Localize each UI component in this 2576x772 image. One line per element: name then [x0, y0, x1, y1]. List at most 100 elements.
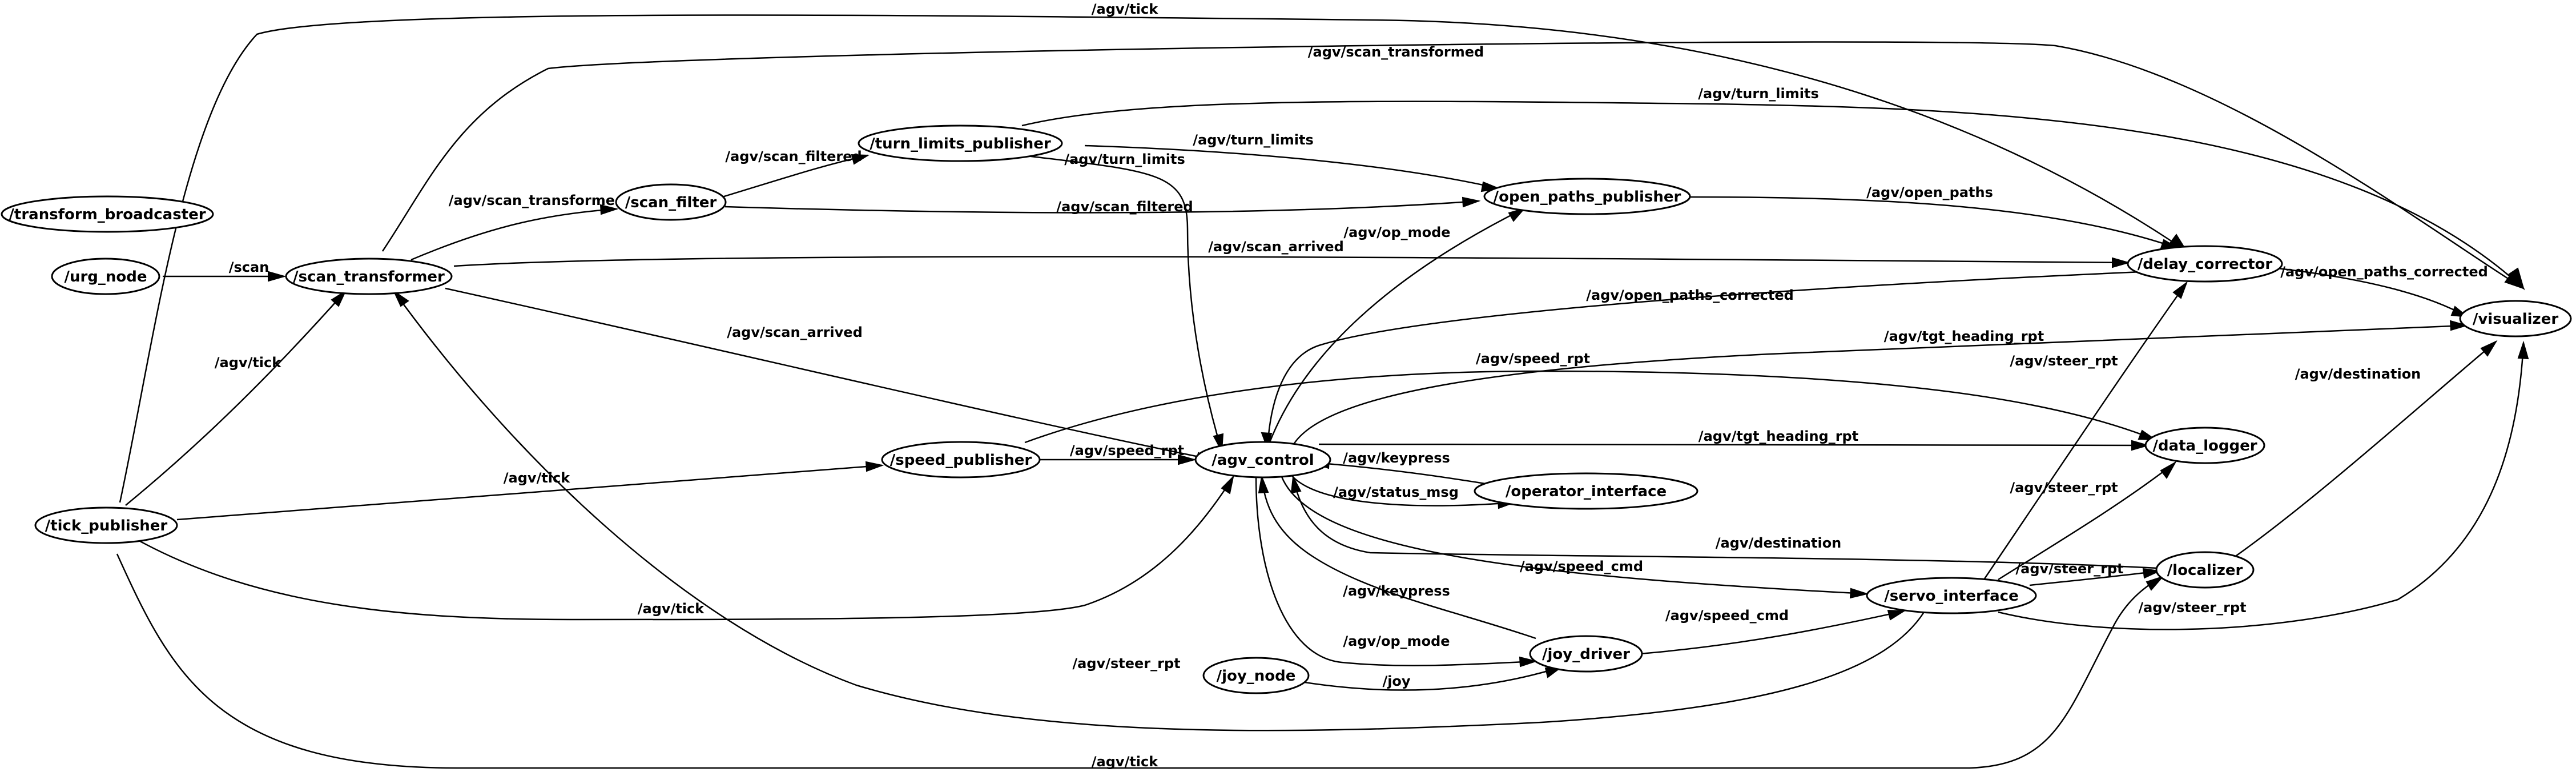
edge-label-scantf-delay: /agv/scan_arrived [1208, 239, 1344, 255]
edge-label-delay-visualizer: /agv/open_paths_corrected [2280, 264, 2488, 280]
edge-speed-agv: /agv/speed_rpt [1039, 443, 1197, 465]
node-label: /transform_broadcaster [9, 206, 206, 223]
edge-label-tick-scantf: /agv/tick [215, 355, 281, 371]
edge-agv-visualizer: /agv/tgt_heading_rpt [1289, 320, 2469, 452]
node-label: /servo_interface [1884, 588, 2018, 605]
edge-agv-servo: /agv/speed_cmd [1281, 476, 1869, 599]
node-tick-publisher[interactable]: /tick_publisher [34, 506, 178, 544]
edge-scantf-agv: /agv/scan_arrived [445, 287, 1215, 463]
edge-turn-visualizer: /agv/turn_limits [1021, 86, 2525, 291]
node-localizer[interactable]: /localizer [2155, 551, 2255, 589]
edge-label-operator-agv: /agv/keypress [1343, 450, 1450, 466]
edge-label-tick-agv: /agv/tick [638, 601, 705, 617]
edge-label-scantf-agv: /agv/scan_arrived [727, 324, 863, 340]
edge-operator-agv: /agv/keypress [1311, 450, 1496, 486]
edge-label-localizer-visualizer: /agv/destination [2295, 366, 2421, 382]
edge-label-servo-scantf: /agv/steer_rpt [1072, 656, 1180, 672]
node-transform-broadcaster[interactable]: /transform_broadcaster [1, 195, 214, 233]
node-label: /data_logger [2152, 437, 2257, 455]
edge-localizer-visualizer: /agv/destination [2232, 340, 2498, 560]
edge-label-joydriver-servo: /agv/speed_cmd [1665, 608, 1789, 624]
edge-label-scantf-visualizer: /agv/scan_transformed [1308, 44, 1484, 60]
edge-scantf-visualizer: /agv/scan_transformed [381, 41, 2525, 290]
edge-label-tick-speed: /agv/tick [504, 470, 570, 486]
edge-filter-open: /agv/scan_filtered [724, 196, 1481, 215]
node-label: /open_paths_publisher [1494, 188, 1681, 206]
node-label: /joy_driver [1542, 646, 1630, 663]
edge-label-turn-open: /agv/turn_limits [1193, 132, 1313, 148]
edge-label-tick-delay: /agv/tick [1092, 1, 1158, 17]
node-label: /visualizer [2473, 311, 2558, 328]
node-label: /turn_limits_publisher [870, 135, 1051, 152]
node-label: /operator_interface [1506, 483, 1667, 500]
node-label: /scan_transformer [293, 268, 445, 286]
edge-joydriver-servo: /agv/speed_cmd [1639, 608, 1906, 655]
node-operator-interface[interactable]: /operator_interface [1474, 472, 1698, 510]
edge-agv-datalogger: /agv/tgt_heading_rpt [1318, 428, 2150, 451]
node-label: /agv_control [1211, 452, 1314, 469]
node-speed-publisher[interactable]: /speed_publisher [881, 441, 1041, 479]
edge-label-tick-localizer: /agv/tick [1092, 754, 1158, 770]
edge-label-turn-agv: /agv/turn_limits [1064, 151, 1185, 167]
edge-label-turn-visualizer: /agv/turn_limits [1698, 86, 1818, 102]
edge-delay-visualizer: /agv/open_paths_corrected [2277, 264, 2488, 318]
node-data-logger[interactable]: /data_logger [2144, 427, 2265, 464]
edge-label-open-delay: /agv/open_paths [1866, 184, 1993, 200]
edge-filter-turn: /agv/scan_filtered [722, 148, 870, 198]
edge-label-joy-agv: /agv/keypress [1343, 583, 1450, 599]
edge-tick-delay: /agv/tick [119, 1, 2188, 503]
edge-label-agv-open: /agv/op_mode [1343, 224, 1450, 240]
edge-turn-agv: /agv/turn_limits [1021, 151, 1224, 453]
node-scan-transformer[interactable]: /scan_transformer [285, 258, 453, 295]
edge-delay-agv: /agv/open_paths_corrected [1261, 270, 2156, 451]
edge-tick-agv: /agv/tick [136, 475, 1234, 621]
edge-agv-open: /agv/op_mode [1266, 207, 1526, 449]
edge-servo-scantf: /agv/steer_rpt [392, 290, 1925, 731]
edge-servo-delay: /agv/steer_rpt [1983, 281, 2188, 580]
node-visualizer[interactable]: /visualizer [2459, 300, 2572, 337]
edge-servo-localizer: /agv/steer_rpt [2015, 561, 2162, 586]
node-delay-corrector[interactable]: /delay_corrector [2127, 245, 2283, 283]
edge-label-agv-operator: /agv/status_msg [1333, 484, 1459, 500]
edge-label-filter-open: /agv/scan_filtered [1056, 199, 1193, 215]
node-servo-interface[interactable]: /servo_interface [1866, 577, 2037, 614]
edge-label-filter-turn: /agv/scan_filtered [725, 148, 862, 164]
node-label: /scan_filter [625, 194, 717, 211]
edge-label-servo-localizer: /agv/steer_rpt [2015, 561, 2123, 577]
node-urg-node[interactable]: /urg_node [51, 258, 160, 295]
edge-scantf-delay: /agv/scan_arrived [453, 239, 2131, 268]
edge-localizer-agv: /agv/destination [1290, 475, 2159, 569]
edge-label-servo-visualizer: /agv/steer_rpt [2138, 600, 2246, 616]
node-label: /joy_node [1217, 668, 1296, 685]
edge-tick-speed: /agv/tick [176, 461, 884, 521]
edge-label-agv-datalogger: /agv/tgt_heading_rpt [1698, 428, 1858, 444]
edge-label-servo-datalogger: /agv/steer_rpt [2010, 480, 2118, 496]
node-label: /localizer [2167, 562, 2243, 579]
edge-label-localizer-agv: /agv/destination [1716, 535, 1842, 551]
edge-label-speed-agv: /agv/speed_rpt [1070, 443, 1184, 459]
node-open-paths-publisher[interactable]: /open_paths_publisher [1483, 178, 1691, 215]
node-joy-driver[interactable]: /joy_driver [1529, 635, 1643, 673]
node-agv-control[interactable]: /agv_control [1194, 441, 1331, 479]
edge-turn-open: /agv/turn_limits [1084, 132, 1501, 192]
node-joy-node[interactable]: /joy_node [1202, 657, 1310, 694]
edge-agv-joy: /agv/op_mode [1255, 476, 1538, 668]
node-scan-filter[interactable]: /scan_filter [615, 183, 727, 221]
edge-label-agv-servo: /agv/speed_cmd [1520, 558, 1643, 574]
edge-label-speed-datalogger: /agv/speed_rpt [1476, 351, 1590, 367]
node-turn-limits-publisher[interactable]: /turn_limits_publisher [858, 124, 1063, 162]
edge-label-scantf-filter: /agv/scan_transformed [449, 192, 625, 208]
edge-urg-scantf: /scan [163, 259, 287, 282]
edge-label-servo-delay: /agv/steer_rpt [2010, 353, 2118, 369]
edge-label-delay-agv: /agv/open_paths_corrected [1586, 287, 1794, 303]
node-label: /speed_publisher [890, 452, 1032, 469]
edge-label-joynode-joydriver: /joy [1382, 673, 1410, 689]
node-label: /tick_publisher [45, 517, 168, 534]
edge-tick-scantf: /agv/tick [125, 290, 347, 506]
node-label: /urg_node [64, 268, 147, 286]
edge-joy-agv: /agv/keypress [1258, 475, 1536, 640]
edge-tick-localizer: /agv/tick [116, 553, 2165, 770]
edge-open-delay: /agv/open_paths [1689, 184, 2180, 250]
edge-label-agv-visualizer: /agv/tgt_heading_rpt [1884, 328, 2044, 344]
